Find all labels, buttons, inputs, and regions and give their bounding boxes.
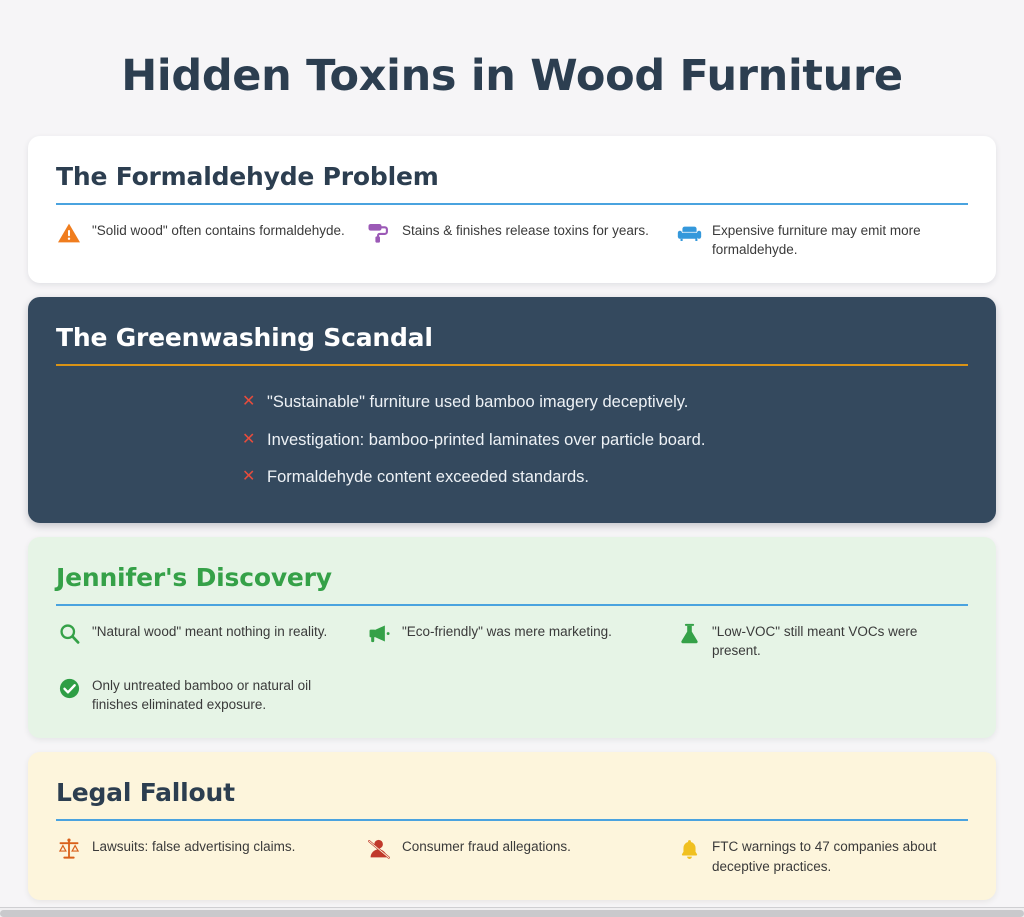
list-item-text: Formaldehyde content exceeded standards. — [267, 468, 589, 487]
horizontal-scrollbar-thumb[interactable] — [0, 910, 1024, 917]
list-item: "Natural wood" meant nothing in reality. — [56, 620, 348, 660]
section-greenwashing: The Greenwashing Scandal ✕ "Sustainable"… — [28, 297, 996, 523]
user-slash-icon — [366, 836, 392, 862]
item-grid-formaldehyde: "Solid wood" often contains formaldehyde… — [56, 219, 968, 259]
page-title: Hidden Toxins in Wood Furniture — [121, 51, 903, 101]
list-item-text: "Eco-friendly" was mere marketing. — [402, 623, 612, 639]
cross-mark-icon: ✕ — [242, 430, 256, 448]
megaphone-icon — [366, 621, 392, 647]
check-circle-icon — [56, 675, 82, 701]
heading-divider — [56, 603, 968, 606]
list-item: Only untreated bamboo or natural oil fin… — [56, 674, 348, 714]
list-item: "Low-VOC" still meant VOCs were present. — [676, 620, 968, 660]
list-item-text: Lawsuits: false advertising claims. — [92, 839, 296, 855]
list-item-text: Investigation: bamboo-printed laminates … — [267, 430, 706, 449]
list-item: ✕ "Sustainable" furniture used bamboo im… — [242, 392, 782, 413]
item-grid-discovery: "Natural wood" meant nothing in reality.… — [56, 620, 968, 715]
list-item-text: Consumer fraud allegations. — [402, 839, 571, 855]
list-item-text: Expensive furniture may emit more formal… — [712, 223, 921, 258]
list-item: ✕ Investigation: bamboo-printed laminate… — [242, 430, 782, 451]
list-item-text: Stains & finishes release toxins for yea… — [402, 223, 649, 239]
bell-icon — [676, 836, 702, 862]
list-item-text: "Sustainable" furniture used bamboo imag… — [267, 393, 689, 412]
warning-triangle-icon — [56, 220, 82, 246]
section-discovery: Jennifer's Discovery "Natural wood" mean… — [28, 536, 996, 739]
section-formaldehyde: The Formaldehyde Problem "Solid wood" of… — [28, 136, 996, 284]
section-heading-legal: Legal Fallout — [56, 778, 235, 808]
list-item: "Eco-friendly" was mere marketing. — [366, 620, 658, 660]
list-item: Expensive furniture may emit more formal… — [676, 219, 968, 259]
item-grid-legal: Lawsuits: false advertising claims. Cons… — [56, 835, 968, 875]
cross-mark-icon: ✕ — [242, 468, 256, 486]
cross-mark-icon: ✕ — [242, 393, 256, 411]
list-item-text: "Low-VOC" still meant VOCs were present. — [712, 623, 918, 658]
heading-divider — [56, 364, 968, 367]
flask-icon — [676, 621, 702, 647]
couch-icon — [676, 220, 702, 246]
paint-roller-icon — [366, 220, 392, 246]
list-item-text: "Natural wood" meant nothing in reality. — [92, 623, 328, 639]
section-heading-greenwashing: The Greenwashing Scandal — [56, 323, 433, 353]
list-item: "Solid wood" often contains formaldehyde… — [56, 219, 348, 259]
list-item-text: FTC warnings to 47 companies about decep… — [712, 839, 937, 874]
section-heading-formaldehyde: The Formaldehyde Problem — [56, 162, 439, 192]
list-item: Stains & finishes release toxins for yea… — [366, 219, 658, 259]
heading-divider — [56, 203, 968, 206]
heading-divider — [56, 819, 968, 822]
list-item: Lawsuits: false advertising claims. — [56, 835, 348, 875]
scales-of-justice-icon — [56, 836, 82, 862]
horizontal-scrollbar[interactable] — [0, 907, 1024, 917]
list-item-text: "Solid wood" often contains formaldehyde… — [92, 223, 345, 239]
section-legal: Legal Fallout Lawsuits: false — [28, 752, 996, 900]
magnifying-glass-icon — [56, 621, 82, 647]
list-item: ✕ Formaldehyde content exceeded standard… — [242, 467, 782, 488]
list-item: FTC warnings to 47 companies about decep… — [676, 835, 968, 875]
section-heading-discovery: Jennifer's Discovery — [56, 562, 332, 592]
list-item: Consumer fraud allegations. — [366, 835, 658, 875]
list-item-text: Only untreated bamboo or natural oil fin… — [92, 678, 312, 713]
bullet-list-greenwashing: ✕ "Sustainable" furniture used bamboo im… — [56, 392, 968, 488]
